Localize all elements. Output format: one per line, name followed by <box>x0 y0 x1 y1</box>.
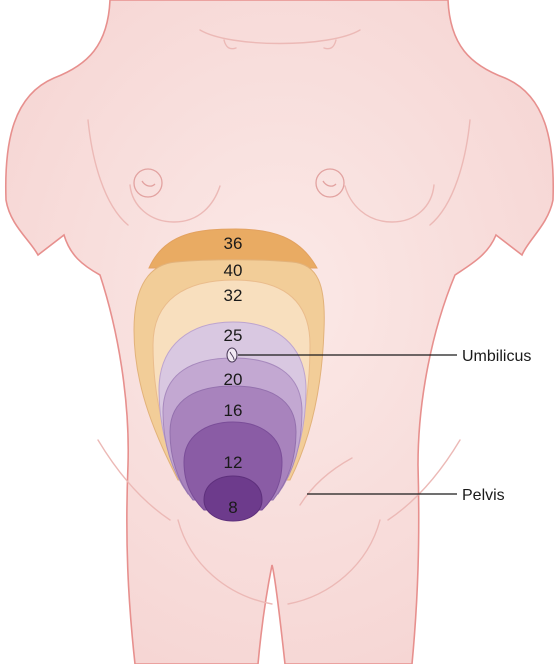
zone-label-20: 20 <box>224 370 243 389</box>
zone-label-8: 8 <box>228 498 237 517</box>
zone-label-12: 12 <box>224 453 243 472</box>
zone-label-16: 16 <box>224 401 243 420</box>
zone-label-32: 32 <box>224 286 243 305</box>
zone-label-25: 25 <box>224 326 243 345</box>
zone-label-40: 40 <box>224 261 243 280</box>
callout-label-umbilicus: Umbilicus <box>462 348 531 365</box>
callout-label-pelvis: Pelvis <box>462 487 505 504</box>
umbilicus-icon <box>227 348 237 362</box>
zone-label-36: 36 <box>224 234 243 253</box>
